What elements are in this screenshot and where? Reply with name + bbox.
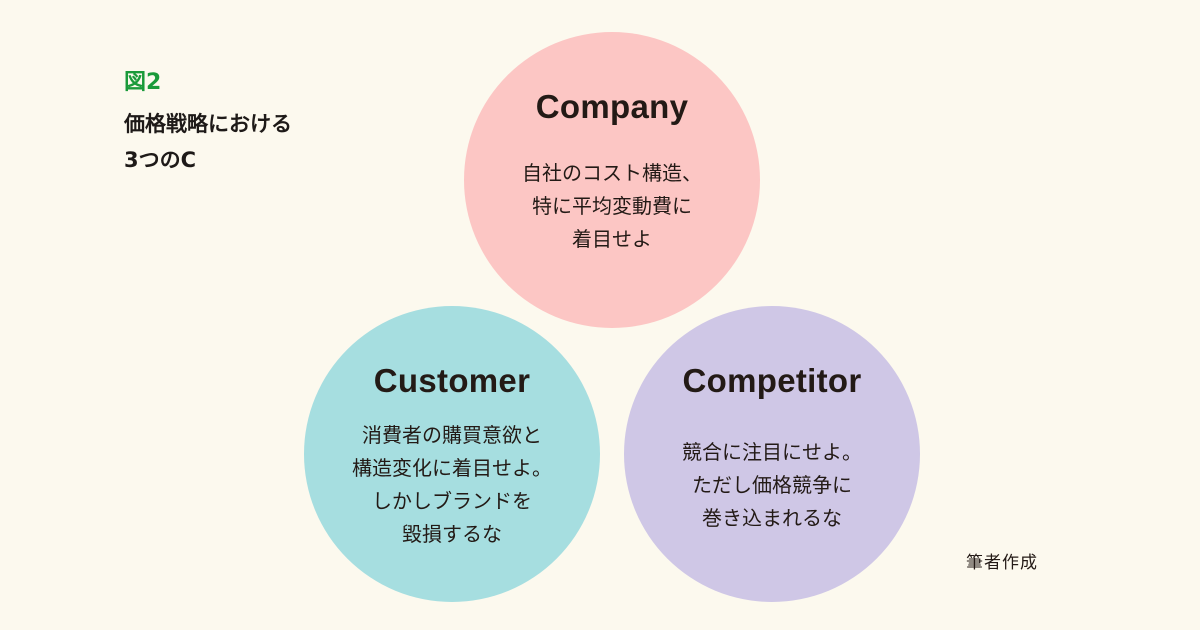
- source-note: 筆者作成: [966, 553, 1038, 573]
- competitor-description-line: ただし価格競争に: [692, 473, 852, 497]
- company-description-line: 着目せよ: [572, 227, 652, 251]
- company-circle: Company 自社のコスト構造、 特に平均変動費に 着目せよ: [464, 32, 760, 328]
- competitor-description-line: 巻き込まれるな: [702, 506, 842, 530]
- figure-title-line: 価格戦略における: [124, 112, 292, 136]
- customer-description-line: 毀損するな: [402, 522, 502, 546]
- figure-title-line: 3つのC: [124, 148, 197, 172]
- figure-number: 図2: [124, 70, 162, 95]
- customer-heading: Customer: [373, 362, 531, 399]
- company-heading: Company: [535, 88, 689, 125]
- customer-description-line: しかしブランドを: [372, 489, 532, 513]
- customer-description-line: 構造変化に着目せよ。: [352, 456, 552, 480]
- company-description-line: 自社のコスト構造、: [522, 161, 702, 185]
- figure-title: 価格戦略における 3つのC: [124, 106, 292, 178]
- competitor-description-line: 競合に注目にせよ。: [682, 440, 862, 464]
- company-description: 自社のコスト構造、 特に平均変動費に 着目せよ: [464, 157, 760, 256]
- customer-circle: Customer 消費者の購買意欲と 構造変化に着目せよ。 しかしブランドを 毀…: [304, 306, 600, 602]
- customer-description-line: 消費者の購買意欲と: [362, 423, 542, 447]
- competitor-heading: Competitor: [682, 362, 862, 399]
- company-description-line: 特に平均変動費に: [532, 194, 692, 218]
- competitor-circle: Competitor 競合に注目にせよ。 ただし価格競争に 巻き込まれるな: [624, 306, 920, 602]
- competitor-description: 競合に注目にせよ。 ただし価格競争に 巻き込まれるな: [624, 436, 920, 535]
- customer-description: 消費者の購買意欲と 構造変化に着目せよ。 しかしブランドを 毀損するな: [304, 419, 600, 551]
